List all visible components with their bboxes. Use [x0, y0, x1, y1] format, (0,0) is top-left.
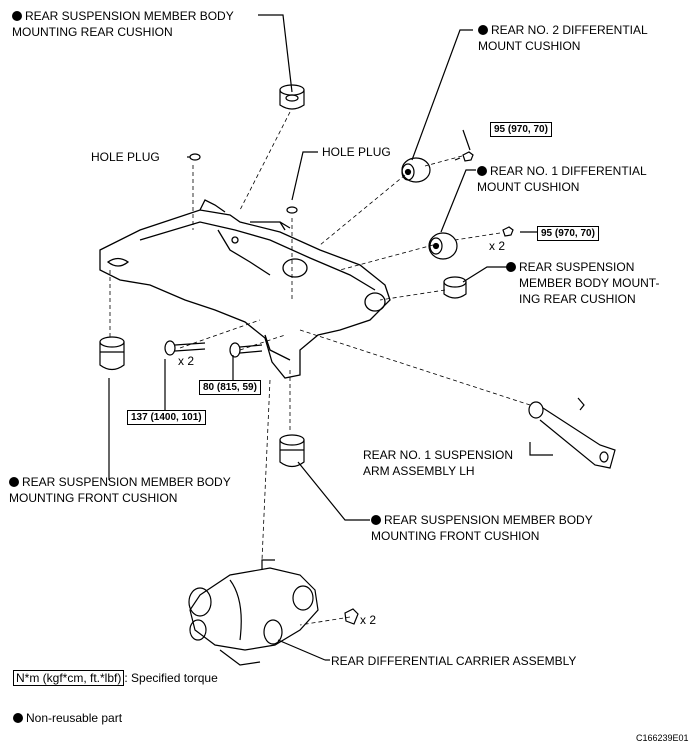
label-no2-diff-mount: REAR NO. 2 DIFFERENTIAL MOUNT CUSHION — [478, 22, 648, 54]
label-diff-carrier: REAR DIFFERENTIAL CARRIER ASSEMBLY — [331, 654, 577, 668]
no2-diff-mount-shape — [401, 157, 431, 183]
torque-box-2: 95 (970, 70) — [537, 226, 599, 241]
label-no2-diff-mount-text: REAR NO. 2 DIFFERENTIAL MOUNT CUSHION — [478, 23, 648, 53]
label-front-cushion-left-text: REAR SUSPENSION MEMBER BODY MOUNTING FRO… — [9, 475, 231, 505]
bolt-middle-right — [502, 226, 514, 237]
bolt-top-right — [454, 151, 474, 162]
label-front-cushion-left: REAR SUSPENSION MEMBER BODY MOUNTING FRO… — [9, 474, 231, 506]
front-cushion-left-shape — [99, 336, 125, 371]
nonreusable-dot-icon — [9, 477, 19, 487]
rear-cushion-right — [443, 276, 467, 299]
label-front-cushion-right-text: REAR SUSPENSION MEMBER BODY MOUNTING FRO… — [371, 513, 593, 543]
hole-plug-shapes — [189, 153, 298, 214]
legend-torque-box: N*m (kgf*cm, ft.*lbf) — [13, 670, 125, 686]
no1-diff-mount-shape — [428, 232, 458, 260]
differential-carrier — [188, 559, 319, 666]
label-rear-cushion-right-text: REAR SUSPENSION MEMBER BODY MOUNT- ING R… — [519, 260, 660, 306]
suspension-member — [99, 199, 391, 379]
torque-box-4: 80 (815, 59) — [199, 380, 261, 395]
bolt-80 — [229, 342, 263, 358]
figure-code: C166239E01 — [636, 733, 689, 743]
label-arm-assembly: REAR NO. 1 SUSPENSION ARM ASSEMBLY LH — [363, 448, 514, 478]
label-hole-plug-left: HOLE PLUG — [91, 150, 160, 164]
nonreusable-dot-icon — [371, 515, 381, 525]
torque-box-1: 95 (970, 70) — [490, 122, 552, 137]
multiplier-1: x 2 — [489, 239, 506, 253]
bolt-137 — [164, 340, 206, 356]
label-rear-cushion-top-text: REAR SUSPENSION MEMBER BODY MOUNTING REA… — [12, 9, 234, 39]
nonreusable-dot-icon — [478, 25, 488, 35]
suspension-arm — [528, 397, 616, 469]
nonreusable-dot-icon — [12, 11, 22, 21]
nonreusable-dot-icon — [506, 262, 516, 272]
rear-cushion-top — [279, 84, 305, 110]
multiplier-3: x 2 — [360, 613, 377, 627]
multiplier-2: x 2 — [178, 354, 195, 368]
leader-lines — [108, 14, 553, 661]
torque-box-3: 137 (1400, 101) — [127, 410, 206, 425]
label-front-cushion-right: REAR SUSPENSION MEMBER BODY MOUNTING FRO… — [371, 512, 593, 544]
legend-torque-text: : Specified torque — [124, 671, 218, 685]
legend-torque: N*m (kgf*cm, ft.*lbf): Specified torque — [13, 670, 218, 686]
label-no1-diff-mount: REAR NO. 1 DIFFERENTIAL MOUNT CUSHION — [477, 163, 647, 195]
label-no1-diff-mount-text: REAR NO. 1 DIFFERENTIAL MOUNT CUSHION — [477, 164, 647, 194]
alignment-lines — [109, 111, 531, 626]
nonreusable-dot-icon — [13, 713, 23, 723]
nonreusable-dot-icon — [477, 166, 487, 176]
front-cushion-right-shape — [279, 434, 305, 468]
legend-nonreusable-text: Non-reusable part — [26, 711, 123, 725]
label-hole-plug-right: HOLE PLUG — [322, 145, 391, 159]
nut-pair — [344, 608, 359, 625]
label-rear-cushion-top: REAR SUSPENSION MEMBER BODY MOUNTING REA… — [12, 8, 234, 40]
label-rear-cushion-right: REAR SUSPENSION MEMBER BODY MOUNT- ING R… — [506, 259, 659, 307]
legend-nonreusable: Non-reusable part — [13, 710, 122, 726]
